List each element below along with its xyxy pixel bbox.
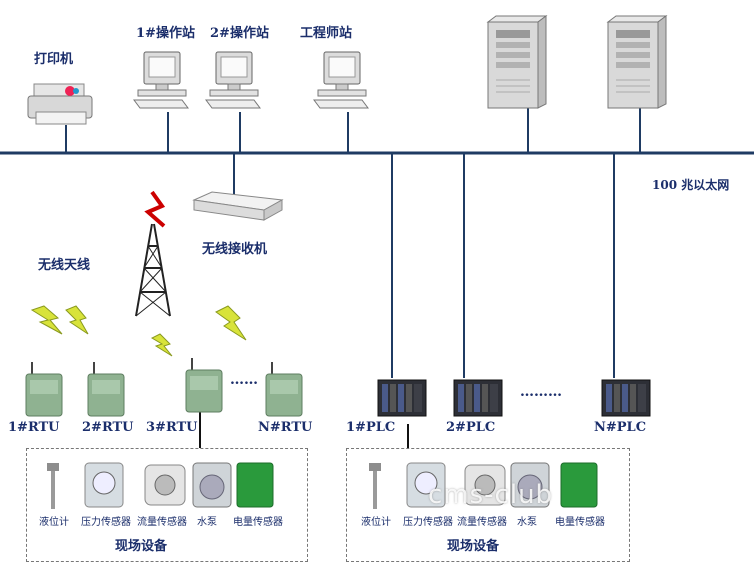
antenna-label: 无线天线 [38, 258, 91, 273]
rtu-icon [22, 360, 66, 422]
field-item-label: 电量传感器 [233, 517, 283, 528]
rtu-label: 1#RTU [8, 420, 60, 435]
server2-icon [606, 14, 668, 114]
field-item-label: 压力传感器 [403, 517, 453, 528]
station2-computer-icon [202, 50, 266, 116]
plc-label: 2#PLC [446, 420, 496, 435]
plc-label: 1#PLC [346, 420, 396, 435]
rtu-label: N#RTU [258, 420, 313, 435]
plc-icon [376, 376, 428, 424]
field-item-label: 液位计 [39, 517, 69, 528]
station1-label: 1#操作站 [136, 26, 195, 41]
station2-label: 2#操作站 [210, 26, 269, 41]
field-item-label: 水泵 [517, 517, 537, 528]
field-item-label: 电量传感器 [555, 517, 605, 528]
printer-icon [26, 82, 94, 132]
field-item-label: 流量传感器 [137, 517, 187, 528]
watermark: cms-club [428, 480, 554, 510]
rtu-icon [262, 360, 306, 422]
plc-ellipsis: ……… [520, 384, 562, 400]
field-item-label: 流量传感器 [457, 517, 507, 528]
field-devices-title: 现场设备 [115, 539, 168, 554]
plc-icon [452, 376, 504, 424]
field-devices-right: 液位计 压力传感器 流量传感器 水泵 电量传感器 现场设备 [346, 448, 630, 562]
rtu-label: 2#RTU [82, 420, 134, 435]
station1-computer-icon [130, 50, 194, 116]
signal-bolt-icon [30, 305, 63, 335]
signal-bolt-icon [65, 305, 89, 335]
rtu-ellipsis: …… [230, 372, 258, 388]
plc-label: N#PLC [594, 420, 647, 435]
plc-icon [600, 376, 652, 424]
server1-icon [486, 14, 548, 114]
wireless-receiver-icon [192, 190, 284, 228]
wireless-receiver-label: 无线接收机 [202, 242, 268, 257]
engineer-label: 工程师站 [300, 26, 353, 41]
field-item-label: 压力传感器 [81, 517, 131, 528]
rtu-icon [182, 356, 226, 418]
field-devices-left: 液位计 压力传感器 流量传感器 水泵 电量传感器 现场设备 [26, 448, 308, 562]
field-item-label: 水泵 [197, 517, 217, 528]
field-devices-title: 现场设备 [447, 539, 500, 554]
antenna-tower-icon [118, 190, 188, 324]
signal-bolt-icon [215, 305, 247, 341]
engineer-computer-icon [310, 50, 374, 116]
ethernet-label: 100 兆以太网 [652, 178, 730, 192]
rtu-icon [84, 360, 128, 422]
field-item-label: 液位计 [361, 517, 391, 528]
rtu-label: 3#RTU [146, 420, 198, 435]
signal-bolt-icon [150, 333, 173, 357]
printer-label: 打印机 [34, 52, 74, 67]
